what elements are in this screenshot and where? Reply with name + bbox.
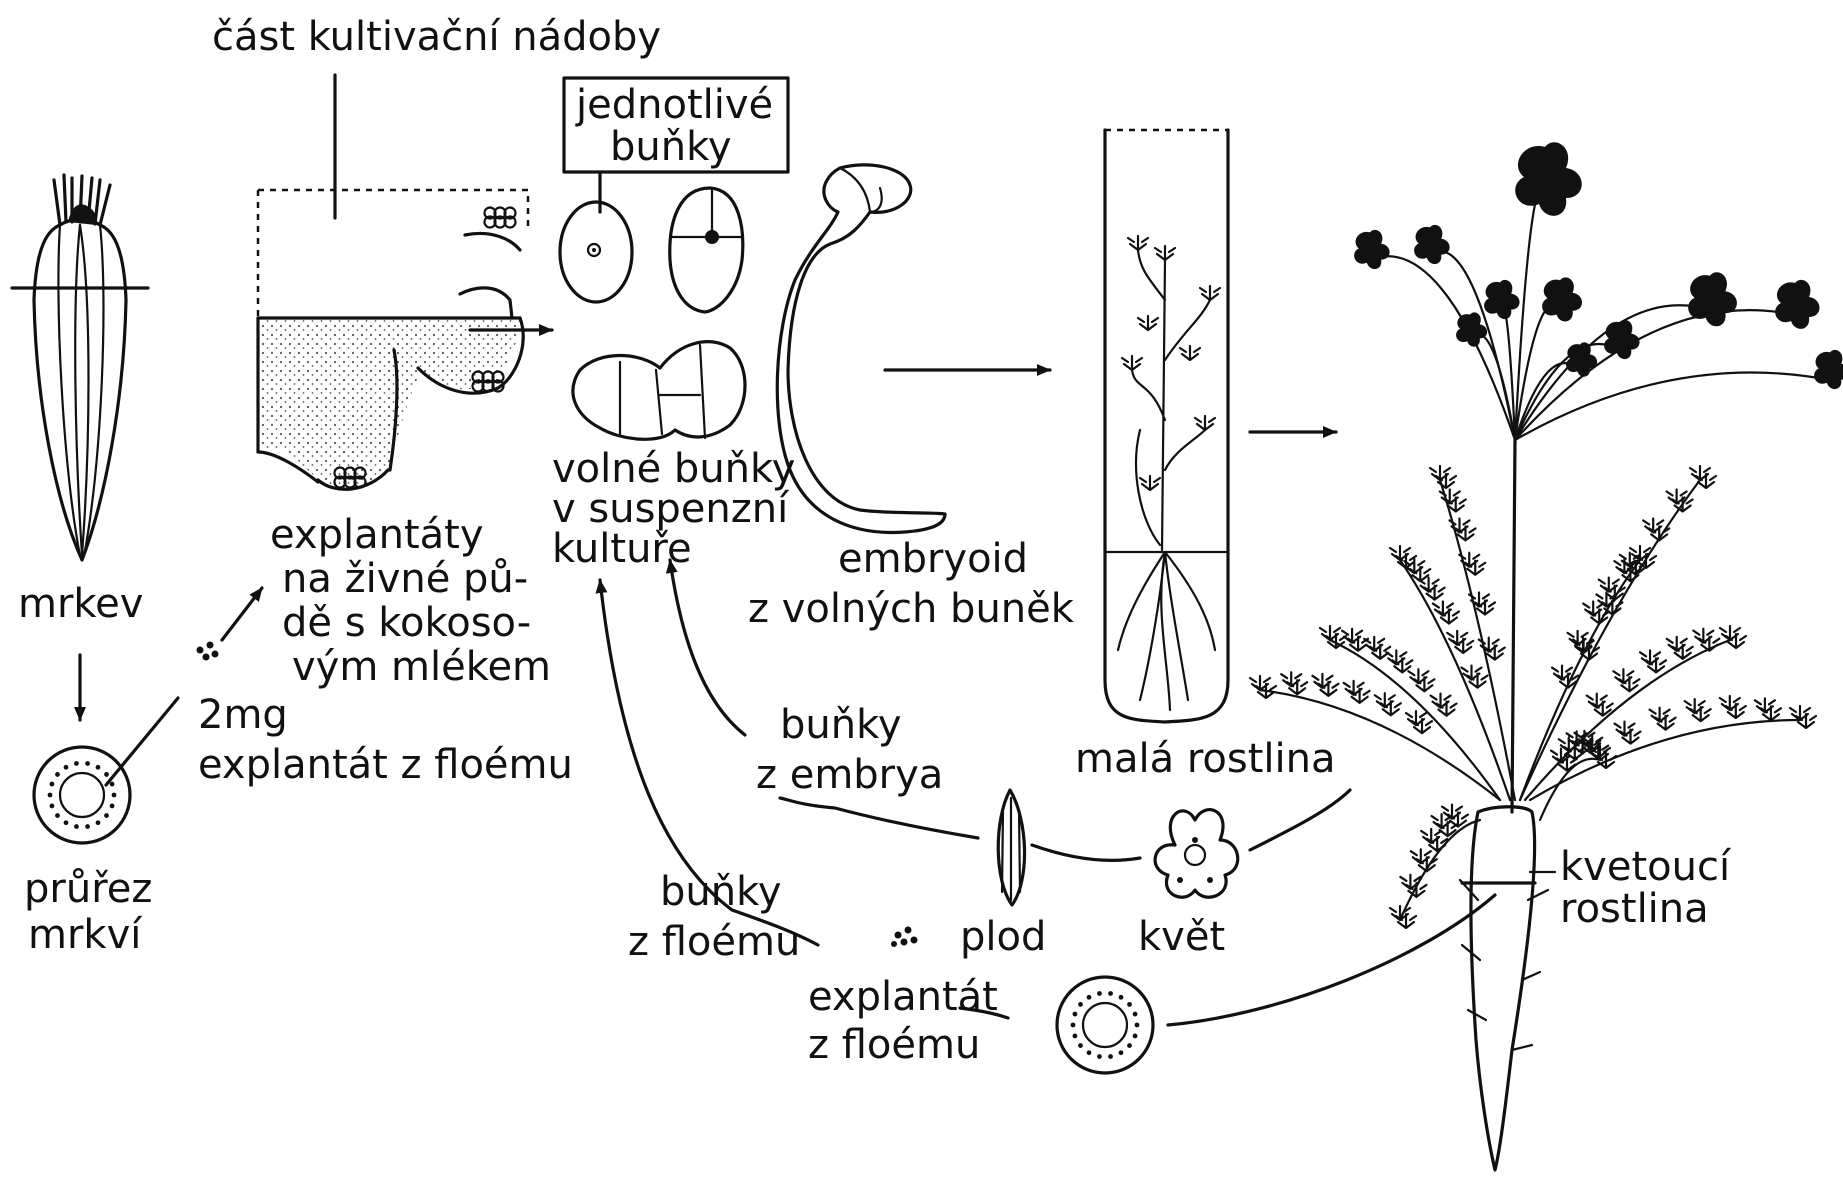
explants-label-line1: explantáty: [270, 512, 484, 558]
seed-dots-icon: [891, 927, 918, 948]
single-cells-label-line2: buňky: [610, 124, 732, 170]
explants-label-line2: na živné pů-: [282, 556, 528, 602]
bottom-explant-label-line2: z floému: [808, 1022, 980, 1068]
flowering-carrot-plant: [1250, 142, 1843, 1170]
arrow-explant-to-vessel: [222, 588, 262, 640]
phloem-dots: [48, 761, 117, 829]
flower-illustration: [1155, 810, 1238, 898]
free-cells-label-line3: kultuře: [552, 526, 692, 572]
fruit-label: plod: [960, 914, 1046, 960]
small-plant-label: malá rostlina: [1075, 736, 1335, 782]
mass-label: 2mg: [198, 692, 288, 738]
arrow-section-to-explant: [106, 698, 178, 785]
flowering-plant-label-line2: rostlina: [1560, 886, 1709, 932]
explants-label-line3: dě s kokoso-: [282, 600, 531, 646]
carrot-root-illustration: [12, 175, 148, 560]
cross-section-label-line1: průřez: [24, 866, 152, 912]
embryo-cells-label-line1: buňky: [780, 702, 902, 748]
culture-vessel: [258, 75, 528, 489]
vessel-label: část kultivační nádoby: [212, 14, 661, 60]
single-cell-illustrations: [560, 188, 745, 439]
carrot-cross-section-icon: [34, 747, 130, 843]
bottom-explant-label-line1: explantát: [808, 974, 998, 1020]
flowering-plant-label-line1: kvetoucí: [1560, 844, 1732, 890]
connector-flower-to-fruit: [1032, 845, 1140, 860]
embryoid-label-line2: z volných buněk: [748, 586, 1075, 632]
arrow-embryo-cells-to-culture: [670, 560, 745, 735]
embryoid-label-line1: embryoid: [838, 536, 1028, 582]
bottom-cross-section-icon: [1057, 977, 1153, 1073]
connector-flower-to-plant: [1250, 790, 1350, 850]
carrot-label: mrkev: [18, 581, 143, 627]
fruit-illustration: [998, 790, 1024, 905]
connector-fruit-to-embryo-cells: [780, 798, 978, 838]
cross-section-label-line2: mrkví: [28, 912, 143, 958]
embryoid-illustration: [777, 165, 945, 533]
test-tube-with-plantlet: [1105, 130, 1228, 722]
phloem-explant-label: explantát z floému: [198, 742, 573, 788]
flower-label: květ: [1138, 914, 1225, 960]
phloem-cells-label-line1: buňky: [660, 869, 782, 915]
explant-tiny-pieces: [197, 642, 219, 661]
single-cells-label-line1: jednotlivé: [575, 82, 773, 128]
embryo-cells-label-line2: z embrya: [756, 752, 943, 798]
phloem-cells-label-line2: z floému: [628, 919, 800, 965]
explants-label-line4: vým mlékem: [292, 644, 551, 690]
